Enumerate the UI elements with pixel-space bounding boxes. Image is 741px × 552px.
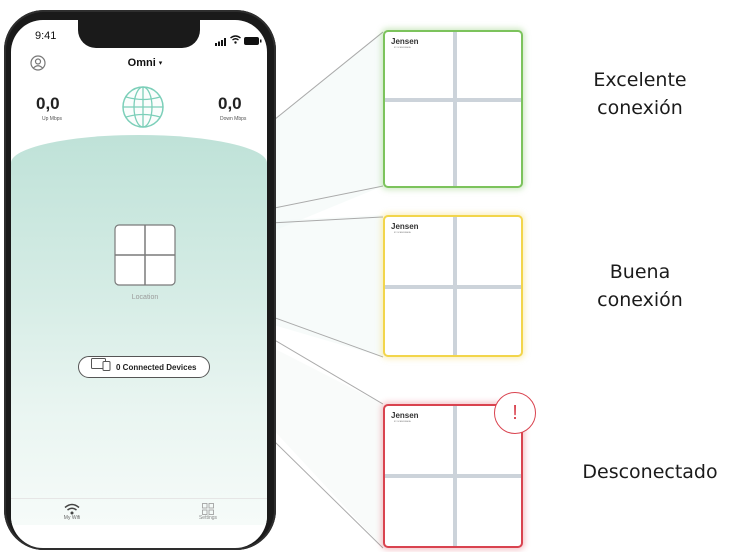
- connected-devices-button[interactable]: 0 Connected Devices: [78, 356, 210, 378]
- brand-sub: BY SCANDINAVIA: [394, 47, 411, 49]
- status-label-excellent: Excelente conexión: [565, 66, 715, 122]
- network-selector[interactable]: Omni ▾: [110, 55, 180, 71]
- tab-mywifi[interactable]: My Wifi: [52, 503, 92, 521]
- status-label-line: Excelente: [593, 69, 687, 91]
- battery-icon: [244, 32, 262, 50]
- alert-icon: !: [494, 392, 536, 434]
- wifi-status-icon: [230, 31, 241, 49]
- brand-logo: Jensen: [391, 411, 419, 420]
- status-label-good: Buena conexión: [580, 258, 700, 314]
- device-seam: [385, 98, 521, 102]
- down-speed-value: 0,0: [218, 94, 242, 113]
- status-label-line: Buena: [609, 261, 671, 283]
- connected-devices-label: 0 Connected Devices: [116, 362, 197, 372]
- brand-sub: BY SCANDINAVIA: [394, 421, 411, 423]
- phone-notch: [78, 20, 200, 48]
- device-seam: [385, 285, 521, 289]
- tab-mywifi-label: My Wifi: [63, 515, 81, 521]
- device-location-label: Location: [131, 294, 159, 301]
- up-speed-tile: 0,0 Up Mbps: [22, 88, 86, 130]
- up-speed-value: 0,0: [36, 94, 60, 113]
- up-speed-label: Up Mbps: [42, 116, 63, 122]
- status-label-line: conexión: [597, 289, 683, 311]
- tab-settings-label: Settings: [198, 515, 218, 521]
- settings-grid-icon: [202, 503, 214, 515]
- tabbar-divider: [11, 498, 267, 499]
- tab-settings[interactable]: Settings: [188, 503, 228, 521]
- brand-logo: Jensen: [391, 37, 419, 46]
- status-label-disconnected: Desconectado: [582, 461, 718, 483]
- chevron-down-icon: ▾: [158, 60, 163, 67]
- wifi-icon: [64, 503, 80, 515]
- device-card-disconnected: Jensen BY SCANDINAVIA: [383, 404, 523, 548]
- status-label-line: conexión: [597, 97, 683, 119]
- device-card-excellent: Jensen BY SCANDINAVIA: [383, 30, 523, 188]
- brand-sub: BY SCANDINAVIA: [394, 232, 411, 234]
- device-seam: [453, 32, 457, 186]
- router-device-icon[interactable]: [114, 224, 176, 291]
- down-speed-tile: 0,0 Down Mbps: [200, 88, 262, 130]
- status-time: 9:41: [35, 30, 57, 42]
- brand-logo: Jensen: [391, 222, 419, 231]
- connection-backdrop: [11, 135, 267, 525]
- devices-icon: [91, 358, 111, 376]
- network-name: Omni: [127, 57, 156, 69]
- signal-icon: [215, 33, 227, 51]
- device-card-good: Jensen BY SCANDINAVIA: [383, 215, 523, 357]
- globe-icon[interactable]: [120, 84, 166, 135]
- device-seam: [385, 474, 521, 478]
- profile-icon[interactable]: [30, 55, 46, 76]
- down-speed-label: Down Mbps: [220, 116, 247, 122]
